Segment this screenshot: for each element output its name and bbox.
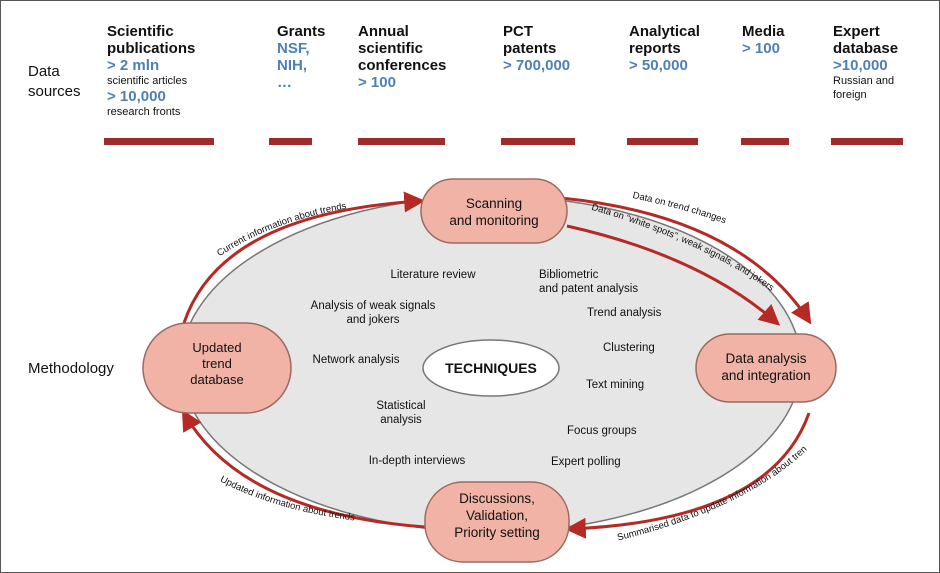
- technique-right-5: Expert polling: [551, 456, 621, 468]
- data-source-title: PCT: [503, 23, 533, 40]
- source-bar-reports: [627, 138, 698, 145]
- source-bar-patents: [501, 138, 575, 145]
- data-source-title: patents: [503, 40, 557, 57]
- node-analysis-label-line: Data analysis: [725, 351, 806, 366]
- technique-left-4-line: In-depth interviews: [369, 455, 466, 467]
- arrow-updated-to-scanning: [182, 191, 426, 324]
- data-source-value: > 10,000: [107, 88, 166, 105]
- technique-right-4-line: Focus groups: [567, 425, 637, 437]
- data-source-title: Analytical: [629, 23, 700, 40]
- arrow-analysis-to-discussions: [564, 412, 811, 539]
- technique-right-0-line: Bibliometric: [539, 269, 599, 281]
- technique-left-2: Network analysis: [313, 354, 400, 366]
- source-bar-conferences: [358, 138, 445, 145]
- node-updated-label-line: trend: [202, 356, 232, 371]
- data-source-note: research fronts: [107, 106, 181, 118]
- node-scanning-label: Scanning and monitoring: [449, 196, 538, 228]
- node-updated-label-line: Updated: [192, 340, 241, 355]
- data-source-title: Scientific: [107, 23, 174, 40]
- methodology-label: Methodology: [28, 360, 114, 377]
- source-bar-media: [741, 138, 789, 145]
- node-discussions-label-line: Discussions,: [459, 491, 535, 506]
- data-source-title: Expert: [833, 23, 880, 40]
- data-source-title: reports: [629, 40, 681, 57]
- node-analysis-label-line: and integration: [721, 368, 810, 383]
- data-source-title: Annual: [358, 23, 409, 40]
- data-sources-label-line-1: Data: [28, 63, 60, 80]
- technique-right-3-line: Text mining: [586, 379, 644, 391]
- source-bar-expert: [831, 138, 903, 145]
- node-discussions-label-line: Validation,: [466, 508, 528, 523]
- data-source-value: >10,000: [833, 57, 888, 74]
- technique-left-0: Literature review: [390, 269, 476, 281]
- technique-right-0-line: and patent analysis: [539, 283, 638, 295]
- technique-left-1: Analysis of weak signals and jokers: [311, 300, 436, 326]
- data-source-value: > 2 mln: [107, 57, 160, 74]
- technique-right-3: Text mining: [586, 379, 644, 391]
- technique-left-2-line: Network analysis: [313, 354, 400, 366]
- arrow-discussions-to-updated: [181, 409, 426, 529]
- technique-right-0: Bibliometric and patent analysis: [539, 269, 638, 295]
- data-source-5: Media> 100: [742, 23, 785, 57]
- data-source-title: publications: [107, 40, 196, 57]
- technique-right-1-line: Trend analysis: [587, 307, 662, 319]
- node-discussions-label: Discussions, Validation, Priority setting: [454, 491, 540, 540]
- node-analysis: [695, 333, 837, 403]
- data-source-title: scientific: [358, 40, 424, 57]
- node-scanning-label-line: Scanning: [466, 196, 522, 211]
- technique-left-1-line: Analysis of weak signals: [311, 300, 436, 312]
- technique-left-4: In-depth interviews: [369, 455, 466, 467]
- source-bar-grants: [269, 138, 312, 145]
- technique-right-2: Clustering: [603, 342, 655, 354]
- data-source-title: conferences: [358, 57, 447, 74]
- data-sources-label-line-2: sources: [28, 83, 81, 100]
- data-sources-label: Data sources: [28, 62, 81, 102]
- node-discussions: [424, 481, 570, 563]
- arrow-white-spots: [566, 224, 781, 326]
- data-source-value: > 100: [358, 74, 396, 91]
- technique-right-1: Trend analysis: [587, 307, 662, 319]
- technique-left-3-line: analysis: [380, 414, 422, 426]
- node-scanning: [420, 178, 568, 244]
- data-source-value: NIH,: [277, 57, 307, 74]
- technique-left-3: Statistical analysis: [376, 400, 425, 426]
- arrow-scanning-to-analysis: [560, 196, 812, 325]
- node-scanning-label-line: and monitoring: [449, 213, 538, 228]
- technique-right-4: Focus groups: [567, 425, 637, 437]
- data-source-value: > 50,000: [629, 57, 688, 74]
- data-source-value: …: [277, 74, 292, 91]
- data-source-value: > 700,000: [503, 57, 571, 74]
- data-source-value: > 100: [742, 40, 780, 57]
- technique-right-5-line: Expert polling: [551, 456, 621, 468]
- node-updated-label-line: database: [190, 372, 244, 387]
- technique-left-1-line: and jokers: [346, 314, 399, 326]
- data-source-note: foreign: [833, 89, 867, 101]
- data-source-note: scientific articles: [107, 75, 188, 87]
- techniques-center-label: TECHNIQUES: [445, 360, 537, 376]
- source-bar-publications: [104, 138, 214, 145]
- node-updated: [142, 322, 292, 414]
- node-analysis-label: Data analysis and integration: [721, 351, 810, 383]
- techniques-center-ellipse: [422, 339, 560, 397]
- technique-left-3-line: Statistical: [376, 400, 425, 412]
- data-source-note: Russian and: [833, 75, 895, 87]
- technique-left-0-line: Literature review: [390, 269, 476, 281]
- data-source-value: NSF,: [277, 40, 310, 57]
- data-source-title: Grants: [277, 23, 326, 40]
- technique-right-2-line: Clustering: [603, 342, 655, 354]
- data-source-title: Media: [742, 23, 785, 40]
- data-source-title: database: [833, 40, 899, 57]
- node-discussions-label-line: Priority setting: [454, 525, 540, 540]
